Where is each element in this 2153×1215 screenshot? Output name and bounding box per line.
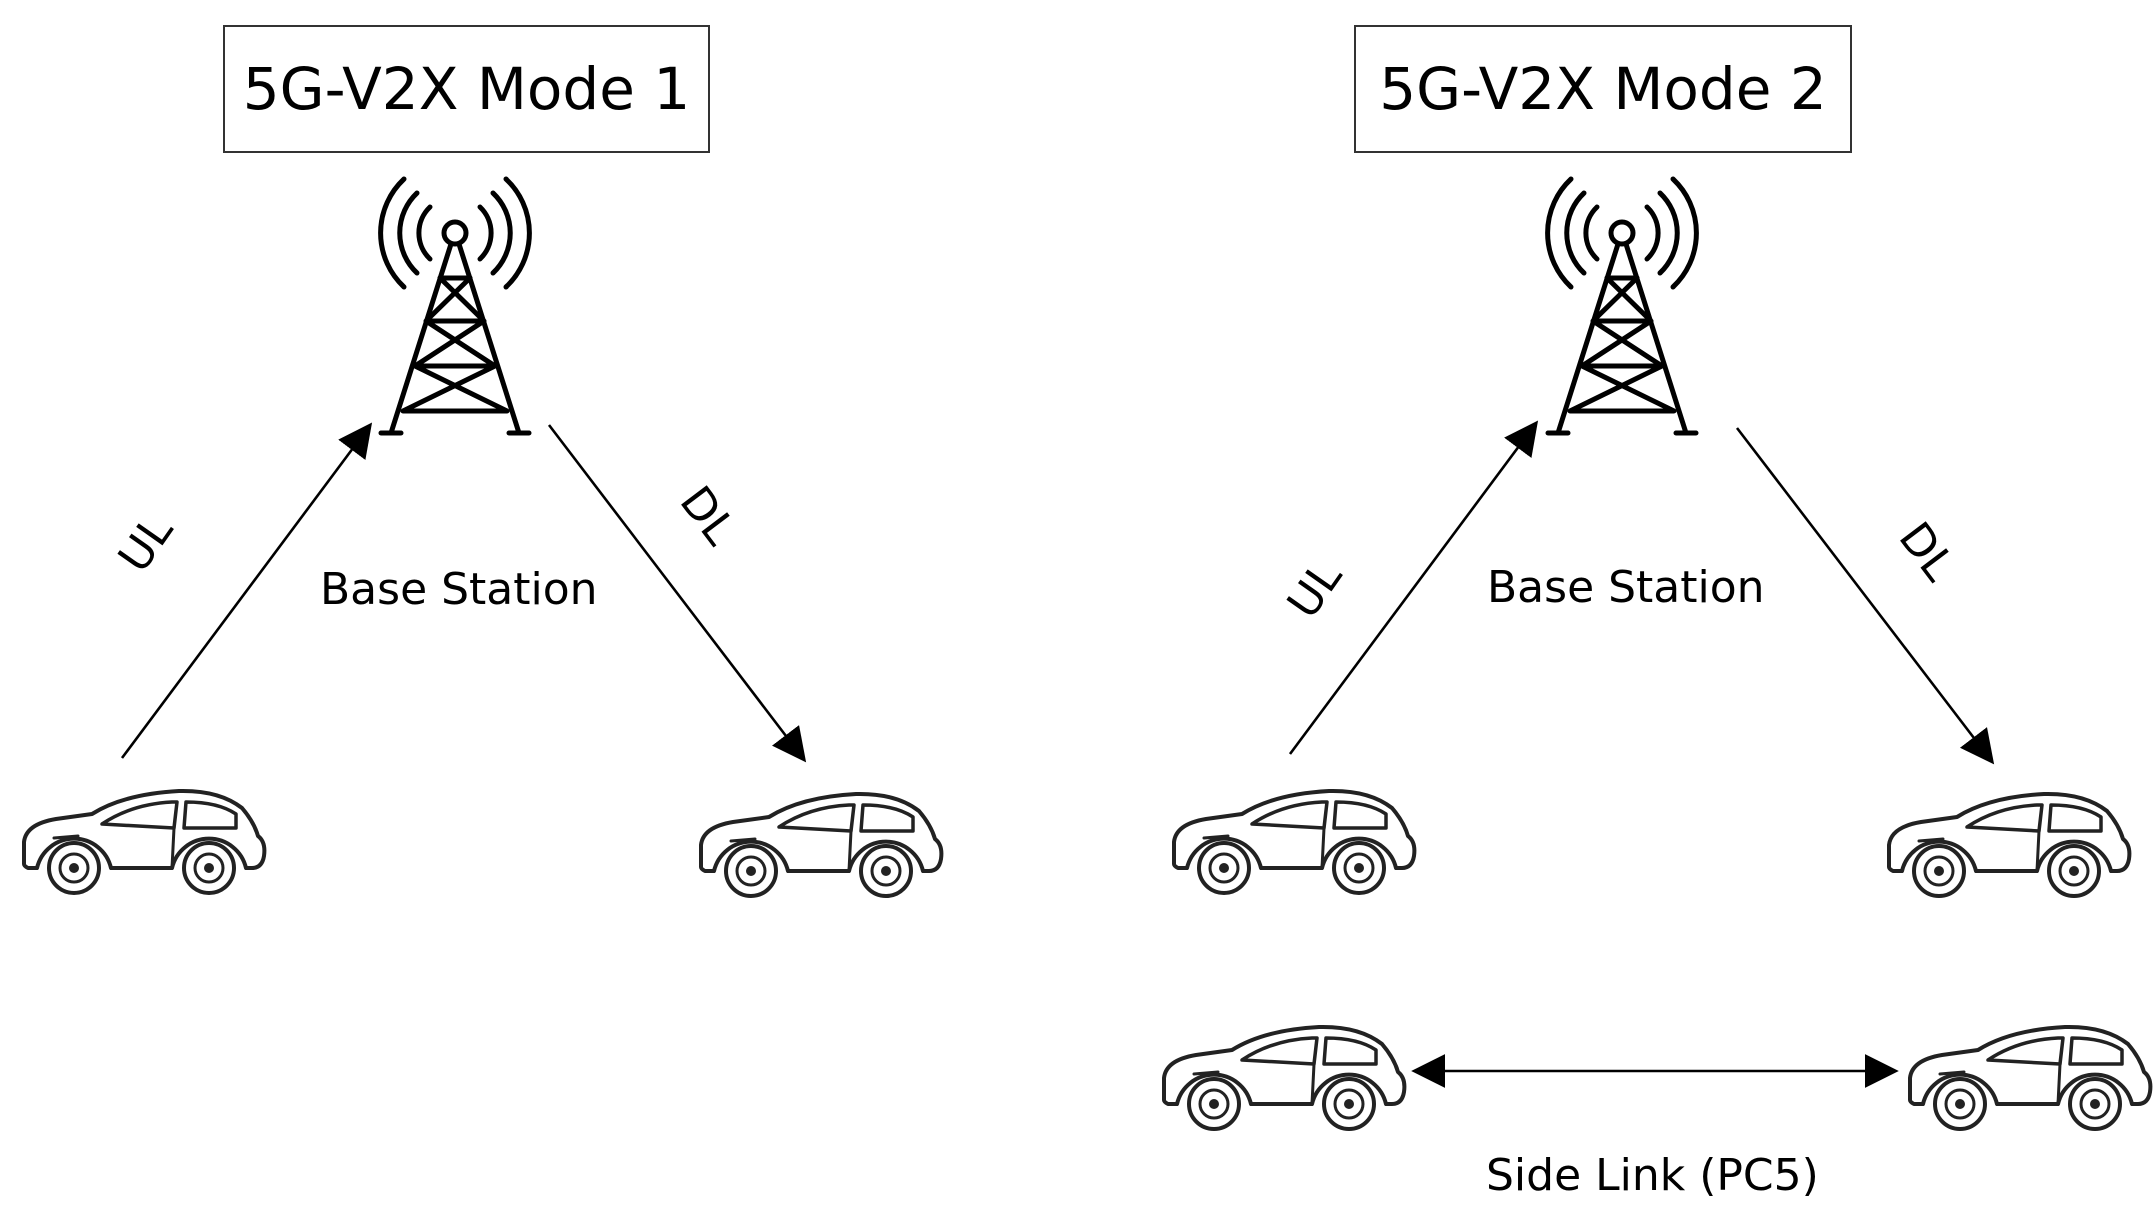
downlink-arrow [547, 424, 807, 763]
mode2-title: 5G-V2X Mode 2 [1379, 55, 1827, 123]
uplink-arrow [120, 422, 373, 759]
mode2-base-station-label: Base Station [1487, 562, 1765, 613]
mode2-title-box: 5G-V2X Mode 2 [1354, 25, 1852, 153]
uplink-arrow [1288, 420, 1539, 755]
car-icon [1908, 1024, 2153, 1131]
car-icon [699, 791, 944, 898]
car-icon [1887, 791, 2132, 898]
car-icon [1162, 1024, 1407, 1131]
mode1-title-box: 5G-V2X Mode 1 [223, 25, 710, 153]
car-icon [1172, 788, 1417, 895]
cell-tower-icon [1548, 179, 1697, 433]
mode1-base-station-label: Base Station [320, 564, 598, 615]
mode1-title: 5G-V2X Mode 1 [242, 55, 691, 123]
cell-tower-icon [381, 179, 530, 433]
sidelink-label: Side Link (PC5) [1486, 1150, 1819, 1201]
downlink-arrow [1735, 427, 1995, 765]
car-icon [22, 788, 267, 895]
